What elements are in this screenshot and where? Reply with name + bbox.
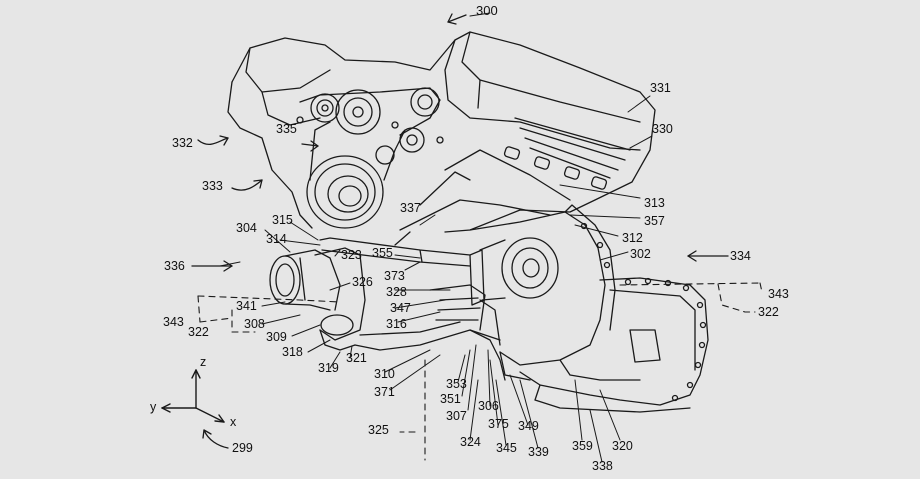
ref-353: 353 [446,377,467,391]
ref-335: 335 [276,122,297,136]
ref-307: 307 [446,409,467,423]
ref-313: 313 [644,196,665,210]
ref-349: 349 [518,419,539,433]
ref-336: 336 [164,259,185,273]
accessory-pulleys [296,87,444,229]
ref-355: 355 [372,246,393,260]
ref-333: 333 [202,179,223,193]
ref-357: 357 [644,214,665,228]
ref-338: 338 [592,459,613,473]
ref-306: 306 [478,399,499,413]
ref-334: 334 [730,249,751,263]
ref-319: 319 [318,361,339,375]
ref-341: 341 [236,299,257,313]
exhaust-assembly [269,237,506,381]
coordinate-axes [161,369,225,423]
ref-345: 345 [496,441,517,455]
ref-332: 332 [172,136,193,150]
ref-315: 315 [272,213,293,227]
ref-371: 371 [374,385,395,399]
ref-339: 339 [528,445,549,459]
ref-316: 316 [386,317,407,331]
ref-323: 323 [341,248,362,262]
ref-324: 324 [460,435,481,449]
ref-328: 328 [386,285,407,299]
ref-318: 318 [282,345,303,359]
ref-330: 330 [652,122,673,136]
ref-304: 304 [236,221,257,235]
ref-308: 308 [244,317,265,331]
ref-337: 337 [400,201,421,215]
axis-z-label: z [200,355,207,369]
ref-343-right: 343 [768,287,789,301]
figure-number-label: 300 [476,3,498,18]
ref-325: 325 [368,423,389,437]
ref-302: 302 [630,247,651,261]
ref-373: 373 [384,269,405,283]
leader-lines [219,12,653,463]
ref-343-left: 343 [163,315,184,329]
ref-314: 314 [266,232,287,246]
ref-331: 331 [650,81,671,95]
transmission-housing [469,204,709,413]
axis-x-label: x [230,415,237,429]
ref-326: 326 [352,275,373,289]
direction-arrows [191,13,729,449]
ref-359: 359 [572,439,593,453]
ref-320: 320 [612,439,633,453]
axis-y-label: y [150,400,157,414]
reference-planes [197,282,763,461]
ref-312: 312 [622,231,643,245]
ref-321: 321 [346,351,367,365]
ref-375: 375 [488,417,509,431]
ref-347: 347 [390,301,411,315]
ref-322-right: 322 [758,305,779,319]
ref-310: 310 [374,367,395,381]
ref-309: 309 [266,330,287,344]
ref-351: 351 [440,392,461,406]
ref-322-left: 322 [188,325,209,339]
ref-299: 299 [232,441,253,455]
engine-block [227,31,656,246]
